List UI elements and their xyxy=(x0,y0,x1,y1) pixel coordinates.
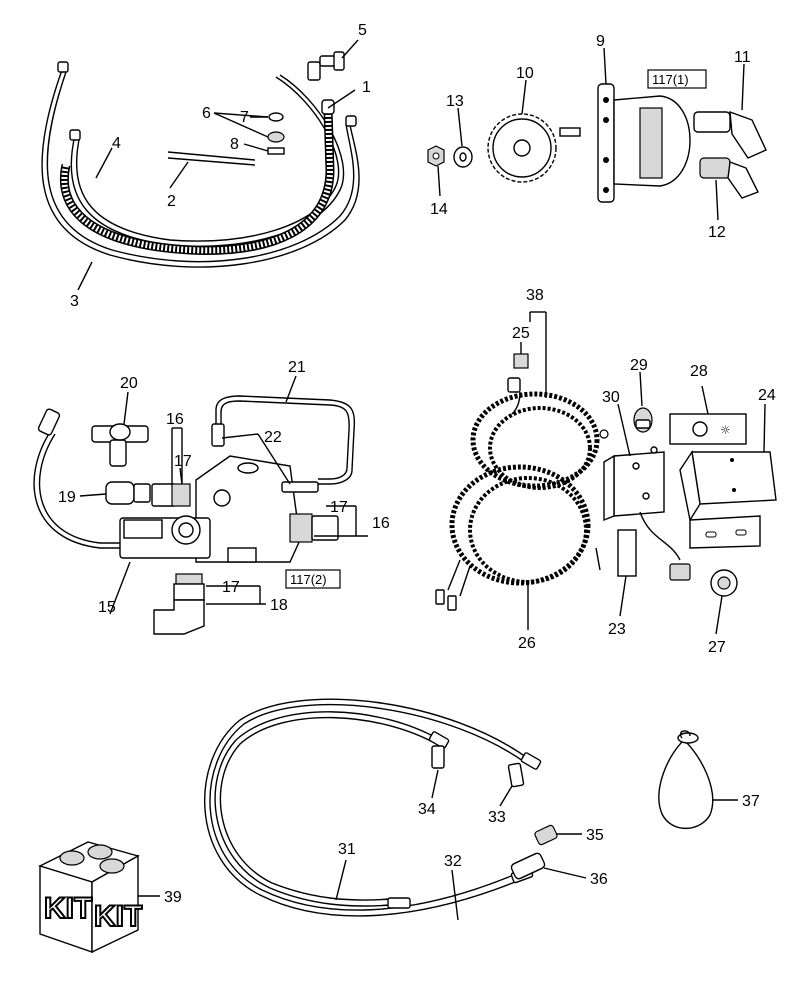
callout-13: 13 xyxy=(446,93,464,110)
clamp-6 xyxy=(267,131,285,143)
callout-17c: 17 xyxy=(222,579,240,596)
ref-117-1: 117(1) xyxy=(652,72,689,87)
ref-box-117-2 xyxy=(285,569,341,589)
ref-box-117-1 xyxy=(647,69,707,89)
callout-1: 1 xyxy=(362,79,371,96)
callout-31: 31 xyxy=(338,841,356,858)
harness-38 xyxy=(470,391,609,490)
fitting-22 xyxy=(281,481,319,493)
callout-17a: 17 xyxy=(174,453,192,470)
callout-35: 35 xyxy=(586,827,604,844)
callout-30: 30 xyxy=(602,389,620,406)
harness-26 xyxy=(435,464,601,611)
callout-4: 4 xyxy=(112,135,121,152)
elbow-12 xyxy=(699,157,759,199)
hose-32 xyxy=(204,698,531,917)
tee-20 xyxy=(91,423,149,467)
pump-assembly xyxy=(427,83,767,203)
callout-8: 8 xyxy=(230,136,239,153)
callout-10: 10 xyxy=(516,65,534,82)
knob-29 xyxy=(633,407,653,433)
elbow-19 xyxy=(105,481,151,505)
callout-37: 37 xyxy=(742,793,760,810)
hose-3 xyxy=(41,69,360,268)
kit-label-front: KIT xyxy=(44,892,92,925)
hose-1 xyxy=(59,109,335,255)
callout-22: 22 xyxy=(264,429,282,446)
leaders-mid-right xyxy=(520,311,766,635)
callout-19: 19 xyxy=(58,489,76,506)
adapter-33 xyxy=(507,762,525,788)
tube-21 xyxy=(215,395,356,485)
callout-36: 36 xyxy=(590,871,608,888)
leaders-top-right xyxy=(437,47,745,221)
bag-37 xyxy=(658,730,714,829)
elbow-18 xyxy=(153,573,205,635)
svg-text:☼: ☼ xyxy=(720,423,731,437)
control-box-30 xyxy=(603,446,691,581)
electrical-kit: ☼ xyxy=(435,353,777,611)
callout-3: 3 xyxy=(70,293,79,310)
connector-25 xyxy=(513,353,529,369)
callout-34: 34 xyxy=(418,801,436,818)
callout-9: 9 xyxy=(596,33,605,50)
callout-21: 21 xyxy=(288,359,306,376)
hose-group-top-left xyxy=(41,51,360,268)
fitting-8 xyxy=(267,147,285,155)
bracket-24 xyxy=(679,450,777,549)
callout-39: 39 xyxy=(164,889,182,906)
kit-box-39: KIT KIT xyxy=(38,841,143,954)
kit-label-side: KIT xyxy=(94,900,142,933)
hose-2 xyxy=(167,151,256,161)
callout-5: 5 xyxy=(358,22,367,39)
fitting-35 xyxy=(534,824,558,846)
hoses-bottom xyxy=(204,698,558,917)
leaders-mid-left xyxy=(79,375,368,615)
callout-6: 6 xyxy=(202,105,211,122)
o-ring-7 xyxy=(268,112,284,122)
hose-31 xyxy=(214,711,441,907)
decal-28: ☼ xyxy=(669,413,747,445)
pump-9 xyxy=(559,83,691,203)
callout-2: 2 xyxy=(167,193,176,210)
ref-117-2: 117(2) xyxy=(290,572,327,587)
connector xyxy=(37,408,61,436)
callout-26: 26 xyxy=(518,635,536,652)
callout-12: 12 xyxy=(708,224,726,241)
leaders-bottom xyxy=(138,769,738,921)
callout-38: 38 xyxy=(526,287,544,304)
callout-7: 7 xyxy=(240,109,249,126)
callout-20: 20 xyxy=(120,375,138,392)
callout-18: 18 xyxy=(270,597,288,614)
callout-24: 24 xyxy=(758,387,776,404)
elbow-11 xyxy=(693,110,767,159)
gear-10 xyxy=(487,113,557,183)
adapter-34 xyxy=(431,745,445,769)
fitting-5 xyxy=(307,51,345,81)
leaders-top-left xyxy=(77,39,359,291)
fitting-36 xyxy=(510,852,546,880)
callout-17b: 17 xyxy=(330,499,348,516)
valve-assembly xyxy=(33,395,356,635)
callout-25: 25 xyxy=(512,325,530,342)
callout-16b: 16 xyxy=(372,515,390,532)
callout-29: 29 xyxy=(630,357,648,374)
plate-23 xyxy=(617,529,637,577)
callout-14: 14 xyxy=(430,201,448,218)
callout-15: 15 xyxy=(98,599,116,616)
callout-11: 11 xyxy=(734,49,751,66)
callout-16a: 16 xyxy=(166,411,184,428)
callout-33: 33 xyxy=(488,809,506,826)
fitting-16 xyxy=(289,513,339,543)
callout-23: 23 xyxy=(608,621,626,638)
callout-28: 28 xyxy=(690,363,708,380)
callout-32: 32 xyxy=(444,853,462,870)
callout-27: 27 xyxy=(708,639,726,656)
